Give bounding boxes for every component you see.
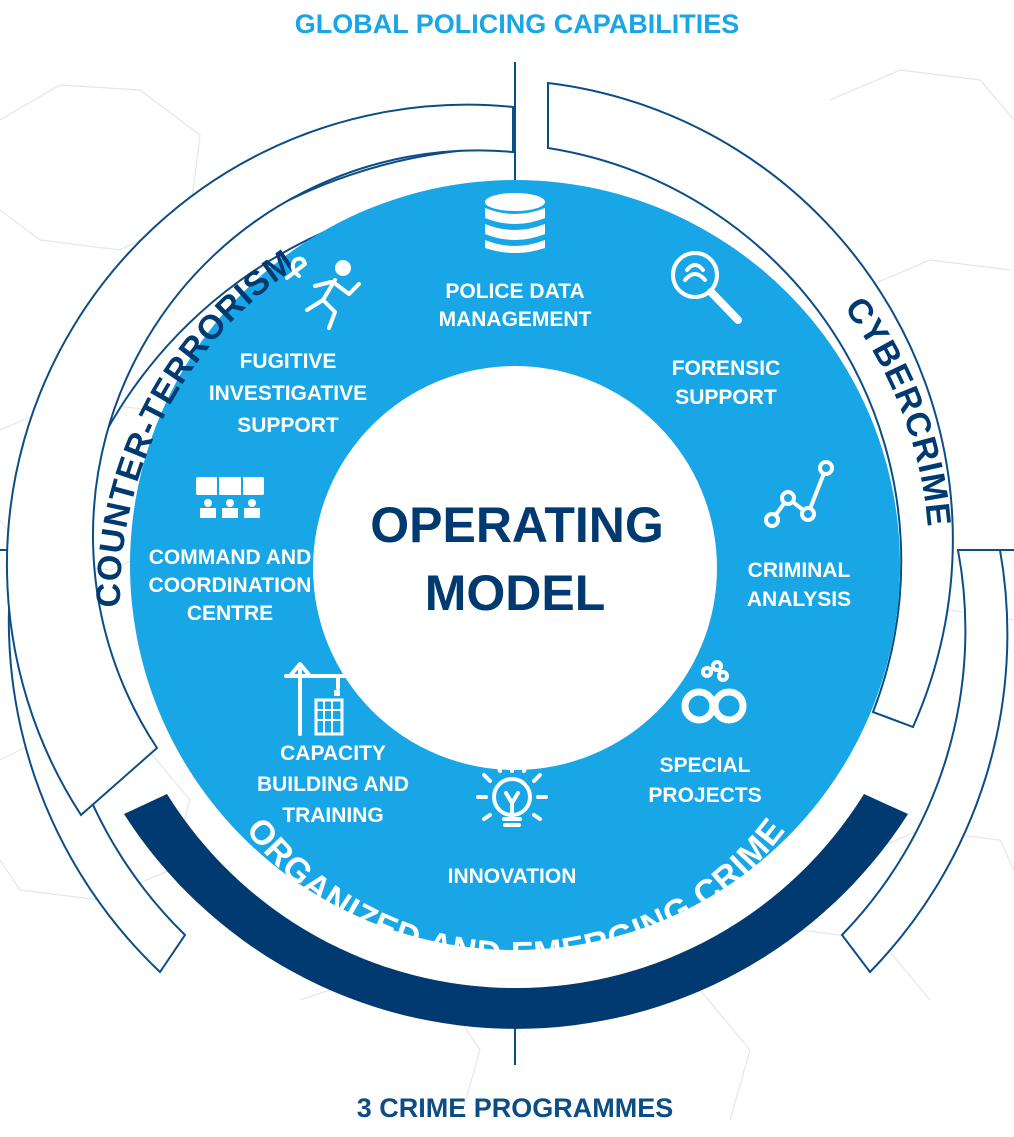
header-title: GLOBAL POLICING CAPABILITIES <box>295 9 740 39</box>
center-circle <box>313 366 717 770</box>
capability-police-data: POLICE DATA MANAGEMENT <box>439 280 592 331</box>
forensic-line-1: FORENSIC <box>672 357 781 380</box>
capability-criminal-analysis: CRIMINAL ANALYSIS <box>747 559 851 611</box>
link-analysis-icon <box>764 460 834 528</box>
fingerprint-magnifier-icon <box>671 251 742 324</box>
fugitive-line-3: SUPPORT <box>237 414 339 437</box>
cybercrime-band <box>547 81 954 729</box>
organized-crime-band <box>124 794 908 1029</box>
center-line-1: OPERATING <box>370 497 664 553</box>
capability-capacity: CAPACITY BUILDING AND TRAINING <box>257 742 409 827</box>
capability-special-projects: SPECIAL PROJECTS <box>648 754 761 807</box>
capacity-line-3: TRAINING <box>282 804 384 827</box>
innovation-line-1: INNOVATION <box>448 865 577 888</box>
capability-innovation: INNOVATION <box>448 865 577 888</box>
center-line-2: MODEL <box>425 565 606 621</box>
police-data-line-1: POLICE DATA <box>445 280 584 303</box>
database-icon <box>485 193 545 253</box>
special-projects-line-2: PROJECTS <box>648 784 761 807</box>
capability-forensic: FORENSIC SUPPORT <box>672 357 781 409</box>
criminal-analysis-line-1: CRIMINAL <box>748 559 851 582</box>
lightbulb-icon <box>476 761 548 827</box>
command-line-2: COORDINATION <box>149 574 312 597</box>
police-data-line-2: MANAGEMENT <box>439 308 592 331</box>
running-fugitive-icon <box>285 256 361 330</box>
counter-terrorism-band <box>5 103 514 817</box>
fugitive-line-1: FUGITIVE <box>240 350 337 373</box>
control-room-icon <box>196 477 264 518</box>
handcuffs-icon <box>681 660 747 724</box>
capacity-line-1: CAPACITY <box>280 742 386 765</box>
capacity-line-2: BUILDING AND <box>257 773 409 796</box>
capability-command: COMMAND AND COORDINATION CENTRE <box>149 546 312 625</box>
capability-fugitive: FUGITIVE INVESTIGATIVE SUPPORT <box>209 350 367 437</box>
footer-title: 3 CRIME PROGRAMMES <box>357 1093 674 1123</box>
crane-building-icon <box>284 662 348 736</box>
command-line-1: COMMAND AND <box>149 546 312 569</box>
special-projects-line-1: SPECIAL <box>659 754 750 777</box>
programme-bands <box>5 81 954 1029</box>
command-line-3: CENTRE <box>187 602 273 625</box>
criminal-analysis-line-2: ANALYSIS <box>747 588 851 611</box>
forensic-line-2: SUPPORT <box>675 386 777 409</box>
fugitive-line-2: INVESTIGATIVE <box>209 382 367 405</box>
